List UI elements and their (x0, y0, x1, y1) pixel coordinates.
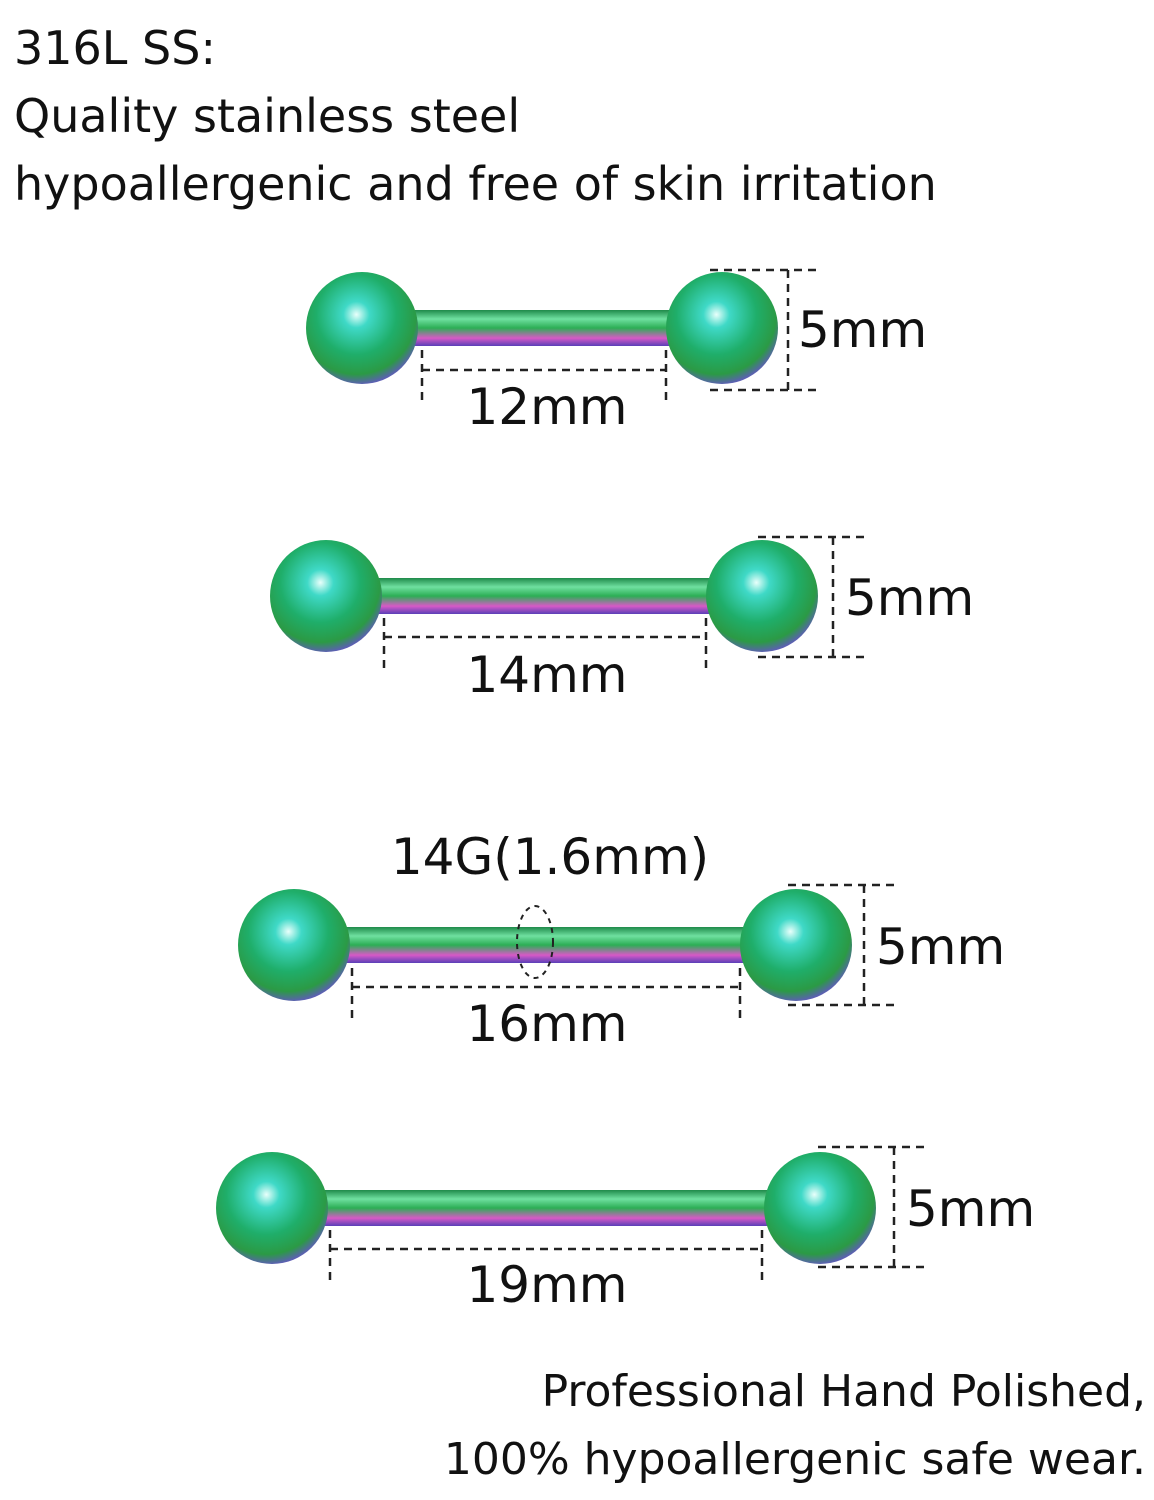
barbell-ball-left (306, 272, 418, 384)
length-label: 16mm (466, 995, 627, 1053)
barbell-16mm: 14G(1.6mm) 16mm 5mm (238, 828, 1005, 1053)
barbell-ball-left (216, 1152, 328, 1264)
barbell-rod (400, 310, 690, 346)
barbell-ball-right (764, 1152, 876, 1264)
header-line-2: Quality stainless steel (14, 89, 520, 143)
barbell-ball-right (740, 889, 852, 1001)
ball-size-label: 5mm (906, 1180, 1035, 1238)
length-dimension-lines (420, 350, 668, 405)
ball-dimension-lines (788, 883, 898, 1007)
barbell-rod (360, 578, 730, 614)
barbell-ball-right (706, 540, 818, 652)
barbell-12mm: 12mm 5mm (306, 268, 927, 436)
length-dimension-lines (328, 1230, 764, 1284)
ball-size-label: 5mm (798, 301, 927, 359)
gauge-cross-section (516, 905, 554, 979)
barbell-ball-left (238, 889, 350, 1001)
footer-line-1: Professional Hand Polished, (542, 1366, 1146, 1417)
length-label: 19mm (466, 1256, 627, 1314)
ball-dimension-lines (710, 268, 820, 392)
header-line-3: hypoallergenic and free of skin irritati… (14, 157, 937, 211)
length-label: 12mm (466, 378, 627, 436)
barbell-rod (300, 1190, 800, 1226)
gauge-label: 14G(1.6mm) (391, 828, 709, 886)
header-line-1: 316L SS: (14, 21, 216, 75)
barbell-19mm: 19mm 5mm (216, 1145, 1035, 1314)
barbell-rod (330, 927, 766, 963)
ball-dimension-lines (818, 1145, 928, 1269)
ball-size-label: 5mm (876, 918, 1005, 976)
length-label: 14mm (466, 646, 627, 704)
ball-dimension-lines (758, 535, 868, 659)
barbell-ball-left (270, 540, 382, 652)
barbell-14mm: 14mm 5mm (270, 535, 974, 704)
length-dimension-lines (382, 618, 708, 672)
barbell-ball-right (666, 272, 778, 384)
footer-line-2: 100% hypoallergenic safe wear. (444, 1434, 1146, 1485)
length-dimension-lines (350, 968, 742, 1022)
ball-size-label: 5mm (845, 569, 974, 627)
